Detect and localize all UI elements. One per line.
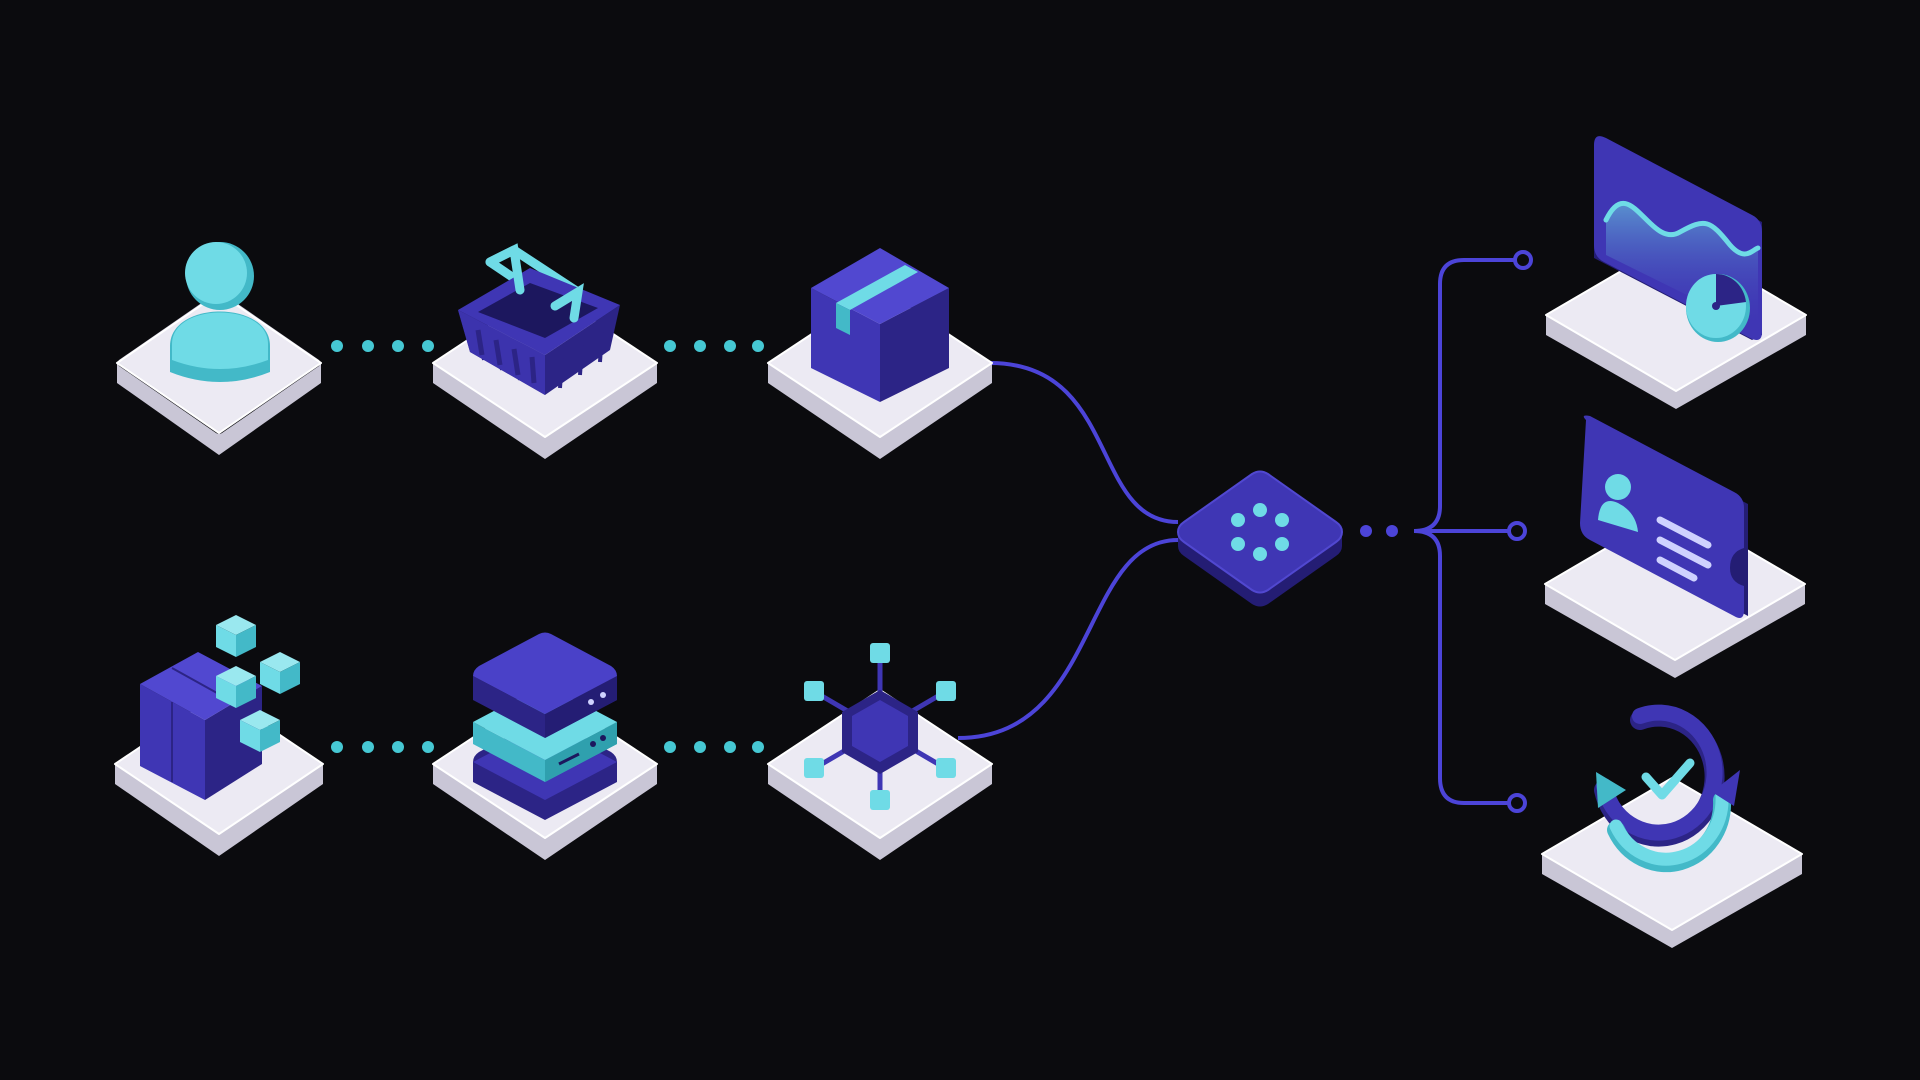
dotted-connector-cart-package (664, 340, 764, 352)
id-card-icon (1580, 415, 1748, 618)
sync-check-icon (1594, 704, 1740, 873)
node-inventory (114, 615, 324, 856)
hexagon-network-icon (804, 643, 956, 810)
curve-connector-integration-hub (957, 538, 1179, 740)
mini-cubes (216, 615, 300, 752)
dashboard-chart-icon (1594, 136, 1762, 342)
processing-hub-icon (1176, 470, 1344, 607)
package-box-icon (811, 248, 949, 402)
curve-connector-package-hub (989, 361, 1179, 524)
user-icon (170, 242, 270, 382)
node-integration (767, 643, 993, 860)
connectors (331, 250, 1533, 813)
node-package (767, 248, 993, 459)
node-database (432, 632, 658, 860)
node-hub (1176, 470, 1344, 607)
node-cart (432, 243, 658, 459)
server-stack-icon (473, 632, 617, 820)
node-sync (1541, 704, 1803, 948)
dotted-connector-customer-cart (331, 340, 434, 352)
dotted-connector-database-integration (664, 741, 764, 753)
shopping-basket-icon (458, 243, 620, 395)
hub-output-dots (1360, 525, 1398, 537)
node-customer (116, 242, 322, 455)
branch-connector (1413, 258, 1523, 805)
pie-chart-icon (1686, 273, 1750, 342)
node-analytics (1545, 136, 1807, 409)
dotted-connector-inventory-database (331, 741, 434, 753)
branch-endpoints (1507, 250, 1533, 813)
modular-cubes-icon (140, 615, 300, 800)
node-identity (1544, 415, 1806, 678)
